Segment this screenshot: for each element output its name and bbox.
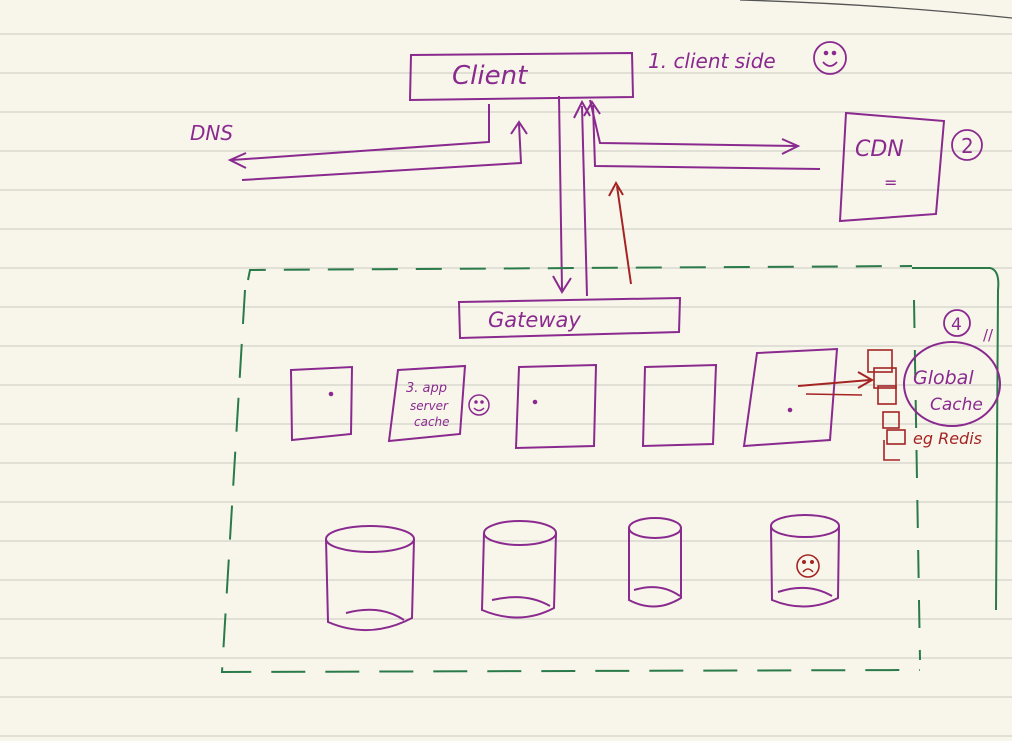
cdn-number: 2 <box>961 134 974 158</box>
dns-label: DNS <box>190 121 233 145</box>
dns-response-arrow <box>241 120 528 181</box>
sad-face-icon <box>796 554 820 578</box>
client-note-text: 1. client side <box>648 49 776 73</box>
smiley-icon <box>468 394 490 416</box>
gateway-node: Gateway <box>457 296 682 340</box>
cdn-request-arrow <box>589 99 801 155</box>
cdn-number-circle <box>951 129 983 161</box>
global-cache-line1: Global <box>913 367 974 389</box>
app-server-5-dot <box>787 407 793 413</box>
dns-node: DNS <box>190 104 528 181</box>
page-curve <box>739 0 1012 19</box>
client-label: Client <box>452 61 528 91</box>
ruled-lines <box>0 33 1012 737</box>
database-2 <box>480 520 557 619</box>
global-cache-node: Global Cache eg Redis 4 // <box>797 309 1001 461</box>
client-to-gateway-arrow <box>552 95 572 294</box>
server-to-cache-arrow <box>797 371 875 389</box>
global-cache-circle <box>903 341 1001 427</box>
gateway-to-client-arrow <box>573 99 591 297</box>
app-server-4 <box>641 363 718 448</box>
client-box <box>408 51 635 102</box>
app-server-1-dot <box>328 391 334 397</box>
app-server-3 <box>514 363 598 450</box>
database-4 <box>770 514 840 608</box>
database-1 <box>325 525 415 631</box>
dns-request-arrow <box>227 104 490 169</box>
cdn-node: CDN = 2 <box>583 99 983 223</box>
global-cache-line2: Cache <box>930 395 983 415</box>
smiley-icon <box>813 41 847 75</box>
global-cache-note: eg Redis <box>913 429 982 448</box>
red-response-arrow <box>608 180 632 285</box>
app-server-3-dot <box>532 399 538 405</box>
app-server-5 <box>742 347 839 448</box>
gateway-box <box>457 296 682 340</box>
app-server-line3: cache <box>414 415 450 429</box>
databases <box>325 514 840 631</box>
app-server-cache-note: 3. app server cache <box>406 381 490 429</box>
server-to-cache-line <box>805 393 863 396</box>
global-cache-number: 4 <box>951 315 962 335</box>
app-server-2 <box>387 364 467 443</box>
cdn-box <box>838 111 946 223</box>
client-node: Client <box>408 51 635 102</box>
datacenter-boundary <box>220 265 1000 674</box>
database-3 <box>628 517 682 608</box>
app-server-line1: 3. app <box>406 381 447 396</box>
gateway-label: Gateway <box>488 308 581 332</box>
cache-shard-boxes <box>867 349 906 461</box>
app-server-1 <box>289 365 354 442</box>
app-servers <box>289 347 839 450</box>
global-cache-number-circle <box>943 309 971 337</box>
global-cache-mark: // <box>983 326 994 344</box>
client-side-note: 1. client side <box>648 41 847 75</box>
cdn-label: CDN <box>855 137 904 162</box>
app-server-line2: server <box>410 399 449 413</box>
cdn-mark: = <box>884 173 897 192</box>
